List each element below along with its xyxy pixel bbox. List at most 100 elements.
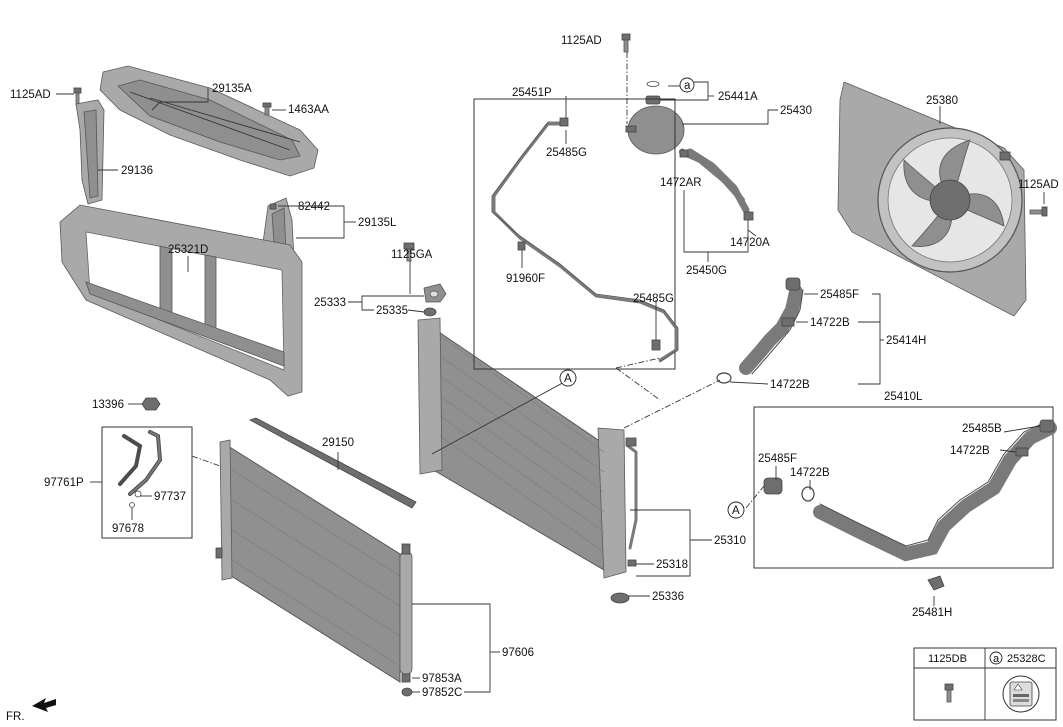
plug-97853A[interactable] <box>401 673 411 683</box>
label-97852C: 97852C <box>422 687 462 699</box>
label-1125AD-top: 1125AD <box>561 35 602 47</box>
label-25336: 25336 <box>652 591 684 603</box>
legend-caution-label-icon <box>1002 675 1040 713</box>
label-25485G-upper: 25485G <box>546 147 587 159</box>
clamp-14722B-upper[interactable] <box>781 317 795 327</box>
label-97678: 97678 <box>112 523 144 535</box>
hose-box-25410L <box>753 406 1054 569</box>
label-A-upper: A <box>564 373 572 385</box>
label-97737: 97737 <box>154 491 186 503</box>
label-14722B-upper: 14722B <box>810 317 850 329</box>
seal-29150[interactable] <box>248 417 417 509</box>
label-29135A: 29135A <box>212 83 252 95</box>
circle-A-lower <box>727 501 745 519</box>
clamp-14722B-mid[interactable] <box>801 486 815 502</box>
label-29135L: 29135L <box>358 217 397 229</box>
hose-box-25451P <box>473 98 676 370</box>
label-1125GA: 1125GA <box>391 249 433 261</box>
label-25321D: 25321D <box>168 244 208 256</box>
label-14722B-mid: 14722B <box>790 467 830 479</box>
bracket-97761P[interactable] <box>118 430 163 496</box>
clip-1463AA[interactable] <box>262 102 272 116</box>
fitting-25485F-upper[interactable] <box>785 277 801 291</box>
circle-a-marker <box>679 77 695 93</box>
hose-25410L[interactable] <box>813 421 1057 562</box>
label-25335: 25335 <box>376 305 408 317</box>
label-25318: 25318 <box>656 559 688 571</box>
bolt-1125AD-left[interactable] <box>73 87 82 106</box>
label-1463AA: 1463AA <box>288 104 329 116</box>
legend-header-25328C: 25328C <box>1007 653 1046 665</box>
carrier-25321D[interactable] <box>59 204 303 397</box>
label-29136: 29136 <box>121 165 153 177</box>
clip-25481H[interactable] <box>927 575 945 591</box>
front-direction-indicator: FR. <box>6 698 56 723</box>
label-25430: 25430 <box>780 105 812 117</box>
legend-circle-a-text: a <box>993 653 1000 665</box>
label-97606: 97606 <box>502 647 534 659</box>
label-29150: 29150 <box>322 437 354 449</box>
fan-shroud-25380[interactable] <box>837 81 1027 317</box>
label-1125AD-left: 1125AD <box>10 89 51 101</box>
label-25333: 25333 <box>314 297 346 309</box>
legend-bolt-icon <box>944 683 954 703</box>
clip-97678[interactable] <box>129 502 135 508</box>
label-a-circle: a <box>684 80 691 92</box>
label-97853A: 97853A <box>422 673 462 685</box>
fitting-25485B[interactable] <box>1039 419 1055 433</box>
insulator-25336[interactable] <box>610 592 630 604</box>
nut-13396[interactable] <box>141 397 161 411</box>
insulator-25335[interactable] <box>423 307 437 317</box>
label-25485B: 25485B <box>962 423 1002 435</box>
hose-25450G[interactable] <box>686 148 750 214</box>
label-25451P: 25451P <box>512 87 552 99</box>
condenser-97606[interactable] <box>215 439 413 683</box>
label-A-lower: A <box>732 505 740 517</box>
air-guide-29136[interactable] <box>75 99 105 205</box>
label-91960F: 91960F <box>506 273 545 285</box>
label-25485F-upper: 25485F <box>820 289 859 301</box>
bracket-25333[interactable] <box>423 283 447 303</box>
upper-cover-29135A[interactable] <box>99 65 319 177</box>
plug-97852C[interactable] <box>401 687 413 697</box>
clip-82442[interactable] <box>269 203 277 210</box>
clamp-14722B-right[interactable] <box>1015 447 1029 457</box>
part-labels: 1125AD 1125AD 1125AD 29135A 1463AA 29136… <box>10 35 1059 699</box>
clamp-14722B-lower[interactable] <box>716 372 732 384</box>
clip-97737[interactable] <box>134 490 142 498</box>
clamp-1472AR[interactable] <box>679 149 689 158</box>
front-arrow-icon <box>32 698 56 712</box>
label-25414H: 25414H <box>886 335 926 347</box>
label-25450G: 25450G <box>686 265 727 277</box>
clip-25485G-lower[interactable] <box>651 339 661 351</box>
o-ring[interactable] <box>646 81 660 87</box>
fitting-25485F-lower[interactable] <box>763 477 783 495</box>
label-14722B-right: 14722B <box>950 445 990 457</box>
cap-25441A[interactable] <box>645 95 661 105</box>
clip-91960F[interactable] <box>517 241 526 251</box>
clip-25485G-upper[interactable] <box>559 117 569 127</box>
vent-hose-25451P[interactable] <box>491 121 679 363</box>
label-14722B-lower: 14722B <box>770 379 810 391</box>
label-25485F-lower: 25485F <box>758 453 797 465</box>
circle-A-upper <box>559 369 577 387</box>
bolt-1125AD-top[interactable] <box>621 33 631 53</box>
label-14720A: 14720A <box>730 237 770 249</box>
label-13396: 13396 <box>92 399 124 411</box>
drain-plug-25318[interactable] <box>627 559 637 567</box>
label-1125AD-right: 1125AD <box>1018 179 1059 191</box>
label-25310: 25310 <box>714 535 746 547</box>
hose-25414H[interactable] <box>739 285 804 375</box>
legend-table: 1125DB a 25328C <box>913 647 1057 721</box>
label-1472AR: 1472AR <box>660 177 702 189</box>
label-25485G-lower: 25485G <box>633 293 674 305</box>
bolt-1125GA[interactable] <box>403 242 415 262</box>
bolt-1125AD-right[interactable] <box>1029 206 1048 217</box>
label-25481H: 25481H <box>912 607 952 619</box>
label-97761P: 97761P <box>44 477 84 489</box>
bracket-box-97761P <box>101 426 193 539</box>
clamp-14720A[interactable] <box>743 211 754 221</box>
radiator-25310[interactable] <box>417 317 638 579</box>
